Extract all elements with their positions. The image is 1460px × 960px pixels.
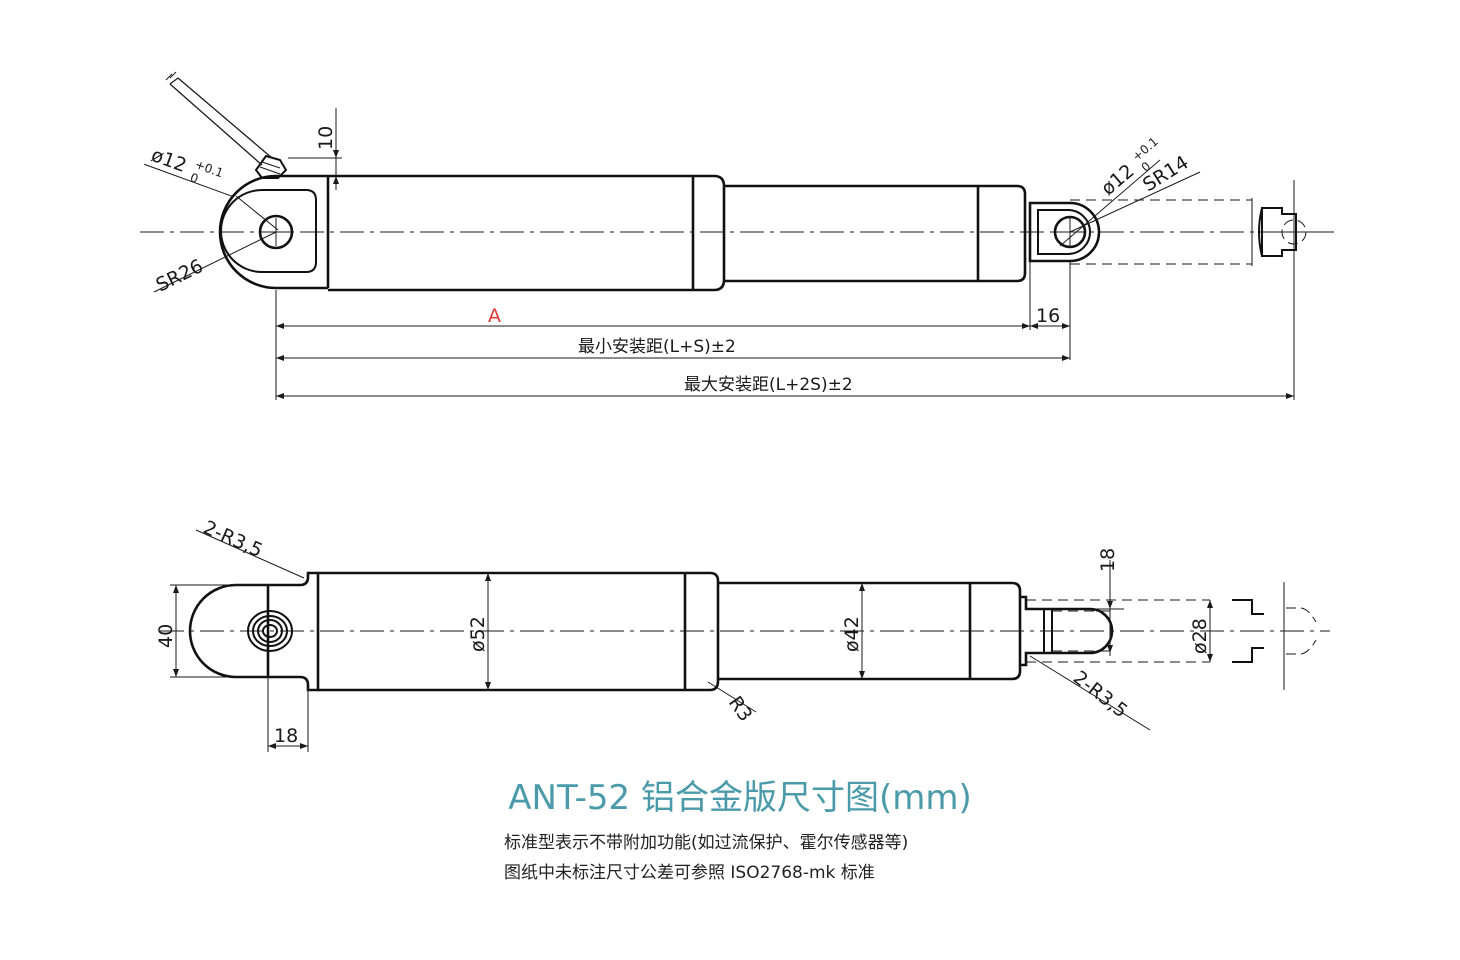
dim-sr26: SR26 <box>153 231 277 296</box>
front-clevis-side <box>1020 595 1114 667</box>
dim-min-install: 最小安装距(L+S)±2 <box>276 337 1070 361</box>
dim-max-install: 最大安装距(L+2S)±2 <box>276 375 1294 399</box>
drawing-title: ANT-52 铝合金版尺寸图(mm) <box>508 778 972 818</box>
dim-2r35-left: 2-R3,5 <box>195 516 305 579</box>
dim-rear-hole: ø12 +0.1 0 <box>144 144 233 197</box>
outer-tube <box>328 174 726 292</box>
dim-2r35-right: 2-R3,5 <box>1029 655 1151 731</box>
top-view: 10 ø12 +0.1 0 SR26 ø12 +0.1 0 SR14 <box>140 71 1340 400</box>
dim-d42-label: ø42 <box>841 616 863 652</box>
dim-40: 40 <box>155 584 268 678</box>
extended-position-phantom <box>1070 180 1330 400</box>
dim-sr26-label: SR26 <box>153 255 207 296</box>
dim-18-top: 18 <box>1092 548 1124 656</box>
dim-d52: ø52 <box>467 573 491 690</box>
inner-rod-side <box>718 581 1022 681</box>
dim-a-label: A <box>488 305 501 327</box>
dim-rear-hole-tol-zero: 0 <box>188 170 200 186</box>
rear-mount-hole <box>258 214 294 250</box>
dim-r3-label: R3 <box>724 692 757 725</box>
bottom-view: 2-R3,5 40 18 ø52 <box>155 516 1330 752</box>
outer-tube-side <box>316 571 720 692</box>
dim-10-label: 10 <box>315 126 337 150</box>
dim-a: A <box>276 305 1030 329</box>
note-standard-type: 标准型表示不带附加功能(如过流保护、霍尔传感器等) <box>504 833 909 853</box>
dim-d42: ø42 <box>841 583 865 679</box>
dim-18-top-label: 18 <box>1097 548 1119 572</box>
front-mount-hole <box>1053 215 1087 249</box>
dim-front-hole-base: ø12 <box>1097 160 1139 200</box>
dim-front-hole-tol-plus: +0.1 <box>1129 134 1160 163</box>
dim-16-label: 16 <box>1036 305 1060 327</box>
cable <box>165 71 288 179</box>
rear-spring-thread <box>247 610 293 652</box>
dim-rear-hole-base: ø12 <box>148 144 189 177</box>
dim-2r35-right-label: 2-R3,5 <box>1069 667 1132 723</box>
dim-d28-label: ø28 <box>1189 618 1211 654</box>
dim-10: 10 <box>288 108 342 190</box>
dim-40-label: 40 <box>155 624 177 648</box>
dim-sr14-label: SR14 <box>1139 151 1193 196</box>
rear-clevis-side <box>188 571 318 692</box>
dim-2r35-left-label: 2-R3,5 <box>200 516 266 561</box>
dim-16: 16 <box>1029 262 1071 360</box>
note-tolerance: 图纸中未标注尺寸公差可参照 ISO2768-mk 标准 <box>504 863 875 883</box>
inner-rod <box>724 184 1027 283</box>
dimension-drawing: 10 ø12 +0.1 0 SR26 ø12 +0.1 0 SR14 <box>140 71 1340 752</box>
extended-position-phantom-side <box>1026 582 1317 690</box>
dim-max-install-label: 最大安装距(L+2S)±2 <box>684 375 853 395</box>
dim-d52-label: ø52 <box>467 616 489 652</box>
front-clevis <box>1028 201 1101 263</box>
dim-sr14: SR14 <box>1069 151 1201 233</box>
dim-d28: ø28 <box>1189 600 1213 662</box>
dim-min-install-label: 最小安装距(L+S)±2 <box>578 337 736 357</box>
dim-18-bottom: 18 <box>267 677 309 752</box>
dim-18-bottom-label: 18 <box>274 725 298 747</box>
